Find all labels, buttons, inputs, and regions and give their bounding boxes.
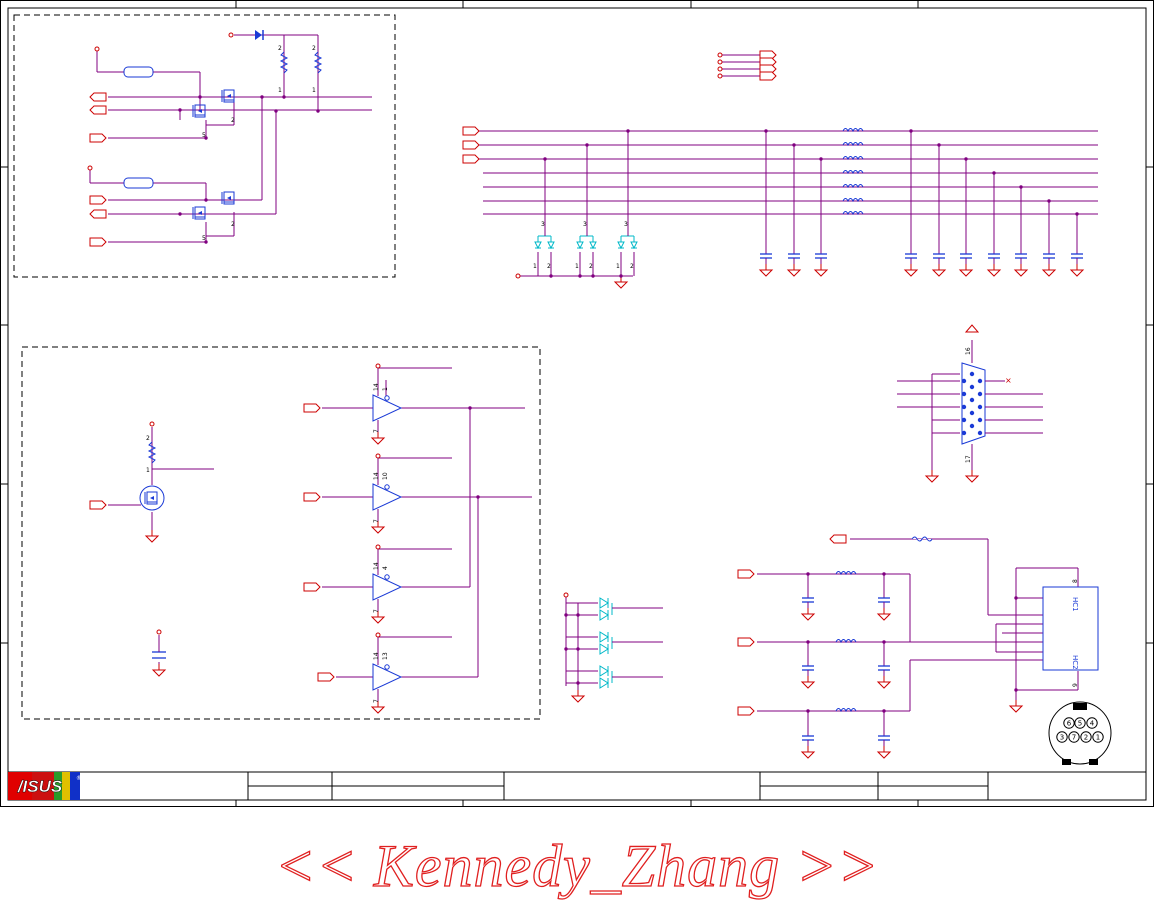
power-switch-block [13, 14, 396, 278]
svg-text:1: 1 [616, 263, 620, 270]
din-pin [1063, 717, 1075, 729]
svg-text:3: 3 [624, 221, 628, 228]
buffer-circuit-wires [108, 367, 532, 703]
svg-text:7: 7 [373, 519, 380, 523]
din-pin-label: 5 [1078, 720, 1082, 728]
din-pin-label: 2 [1084, 734, 1088, 742]
led-indicator-group [563, 592, 663, 703]
svg-text:10: 10 [382, 472, 389, 480]
din-pin [1086, 717, 1098, 729]
buffer-circuit-parts: 14 1 7 14 10 7 14 4 7 14 13 7 2 1 [89, 363, 480, 714]
din-pin-label: 6 [1067, 720, 1072, 728]
logo-registered: ® [76, 775, 82, 782]
buffer-block [21, 346, 541, 720]
resistor-icon [313, 51, 323, 74]
svg-text:2: 2 [547, 263, 551, 270]
svg-text:14: 14 [373, 383, 380, 391]
svg-text:14: 14 [373, 472, 380, 480]
svg-text:2: 2 [312, 45, 316, 52]
svg-text:×: × [1005, 376, 1012, 385]
svg-text:14: 14 [373, 652, 380, 660]
diode-icon [255, 30, 262, 40]
svg-text:16: 16 [965, 347, 972, 355]
hc-chip [1042, 586, 1099, 671]
din-pin [1080, 731, 1092, 743]
tv-out-parts: HC1 HC2 8 9 [737, 534, 1099, 759]
svg-text:1: 1 [146, 467, 150, 474]
din-pin [1092, 731, 1104, 743]
svg-text:1: 1 [312, 87, 316, 94]
svg-text:13: 13 [382, 652, 389, 660]
din-pin [1074, 717, 1086, 729]
svg-text:7: 7 [373, 609, 380, 613]
resistor-icon [279, 51, 289, 74]
mosfet-icon [139, 485, 165, 511]
svg-text:2: 2 [278, 45, 282, 52]
svg-text:5: 5 [202, 132, 206, 139]
din-pin [1056, 731, 1068, 743]
svg-text:2: 2 [146, 435, 150, 442]
svg-text:7: 7 [373, 699, 380, 703]
fuse-icon [123, 177, 154, 189]
svg-text:8: 8 [1072, 579, 1079, 583]
svg-text:3: 3 [583, 221, 587, 228]
svg-text:14: 14 [373, 562, 380, 570]
svg-text:2: 2 [589, 263, 593, 270]
sheet-frame [0, 0, 1154, 807]
svg-text:17: 17 [965, 455, 972, 463]
svg-text:9: 9 [1072, 683, 1079, 687]
svg-text:1: 1 [278, 87, 282, 94]
logo-text: /ISUS [17, 777, 63, 796]
vga-connector-icon: × 16 17 [897, 324, 1043, 483]
svg-text:HC1: HC1 [1071, 597, 1079, 612]
power-switch-circuit [89, 34, 372, 243]
svg-text:2: 2 [231, 117, 235, 124]
title-block [8, 771, 1146, 800]
svg-text:7: 7 [373, 429, 380, 433]
svg-text:1: 1 [382, 387, 389, 391]
power-switch-parts: 2 1 2 1 5 2 5 2 [87, 30, 323, 247]
din-pin-label: 1 [1096, 734, 1100, 742]
signal-bus [479, 54, 1098, 277]
svg-text:3: 3 [541, 221, 545, 228]
asus-logo: /ISUS ® [8, 772, 82, 800]
watermark: << Kennedy_Zhang >> [274, 832, 880, 899]
din-pin-label: 4 [1090, 720, 1095, 728]
svg-text:2: 2 [231, 221, 235, 228]
svg-text:1: 1 [575, 263, 579, 270]
svg-text:5: 5 [202, 235, 206, 242]
svg-text:4: 4 [382, 566, 389, 570]
svg-text:HC2: HC2 [1071, 655, 1079, 670]
din-pin [1068, 731, 1080, 743]
resistor-icon [147, 441, 157, 464]
resistor-icon [911, 536, 933, 542]
din-pin-label: 3 [1060, 734, 1064, 742]
fuse-icon [123, 66, 154, 78]
svg-text:2: 2 [630, 263, 634, 270]
tv-out-filter [757, 538, 1079, 730]
din-pin-label: 7 [1072, 734, 1076, 742]
svg-text:1: 1 [533, 263, 537, 270]
signal-bus-parts: 3 3 3 1 2 1 2 1 2 [462, 50, 1084, 289]
